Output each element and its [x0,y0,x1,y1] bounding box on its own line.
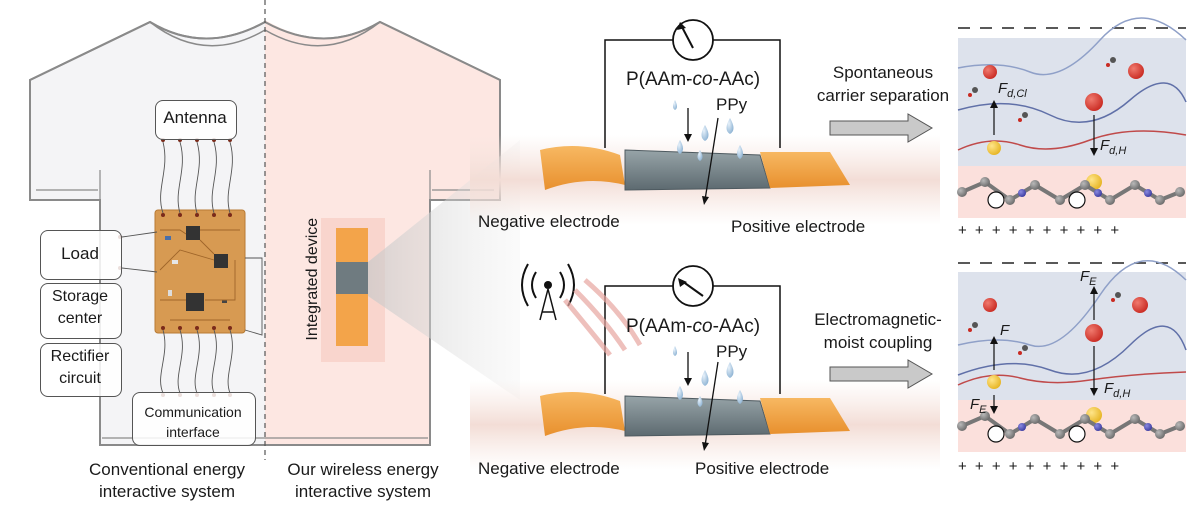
mechanism-top [957,17,1187,218]
conventional-caption-2: interactive system [98,482,236,501]
ppy-label-top: PPy [716,95,748,114]
force-fe-label-top: FE [1080,268,1097,288]
plus-row-bottom: + + + + + + + + + + [958,458,1122,475]
force-fe-label-bottom: FE [970,396,987,416]
positive-electrode-label-top: Positive electrode [731,217,866,236]
antenna-label: Antenna [163,108,227,127]
wireless-caption-2: interactive system [294,482,432,501]
arrow-top-label-1: Spontaneous [832,63,934,82]
wireless-caption-1: Our wireless energy [287,460,439,479]
negative-electrode-label-top: Negative electrode [478,212,620,231]
conventional-caption-1: Conventional energy [89,460,245,479]
device-bottom [540,265,850,451]
polypyrrole-chain-top [957,177,1185,209]
polymer-label-bottom: P(AAm-co-AAc) [626,316,761,337]
positive-electrode-label-bottom: Positive electrode [695,459,830,478]
arrow-top-label-2: carrier separation [816,86,950,105]
communication-label-2: interface [166,424,220,440]
negative-electrode-label-bottom: Negative electrode [478,459,620,478]
arrow-bottom-label-2: moist coupling [823,333,933,352]
circuit-board [118,138,263,397]
force-dcl-label: Fd,Cl [998,80,1027,100]
force-dh-label: Fd,H [1100,137,1127,157]
device-top [540,19,850,205]
process-arrows [829,113,933,389]
mechanism-bottom [957,260,1187,452]
antenna-box [155,100,237,140]
storage-label-1: Storage [51,288,109,305]
wireless-antenna-icon [521,263,643,357]
rectifier-label-1: Rectifier [50,348,110,365]
ppy-label-bottom: PPy [716,342,748,361]
force-dh-label-bottom: Fd,H [1104,380,1131,400]
communication-label-1: Communication [144,404,242,420]
storage-label-2: center [57,310,103,327]
plus-row-top: + + + + + + + + + + [958,222,1122,239]
rectifier-box [40,343,122,397]
integrated-device-label: Integrated device [303,217,321,341]
load-box [40,230,122,280]
arrow-bottom-label-1: Electromagnetic- [814,310,942,329]
storage-box [40,283,122,339]
polymer-label-top: P(AAm-co-AAc) [626,69,761,90]
polypyrrole-chain-bottom [957,411,1185,443]
rectifier-label-2: circuit [59,370,101,387]
load-label: Load [61,244,99,263]
communication-box [132,392,256,446]
force-f-label: F [1000,322,1010,339]
